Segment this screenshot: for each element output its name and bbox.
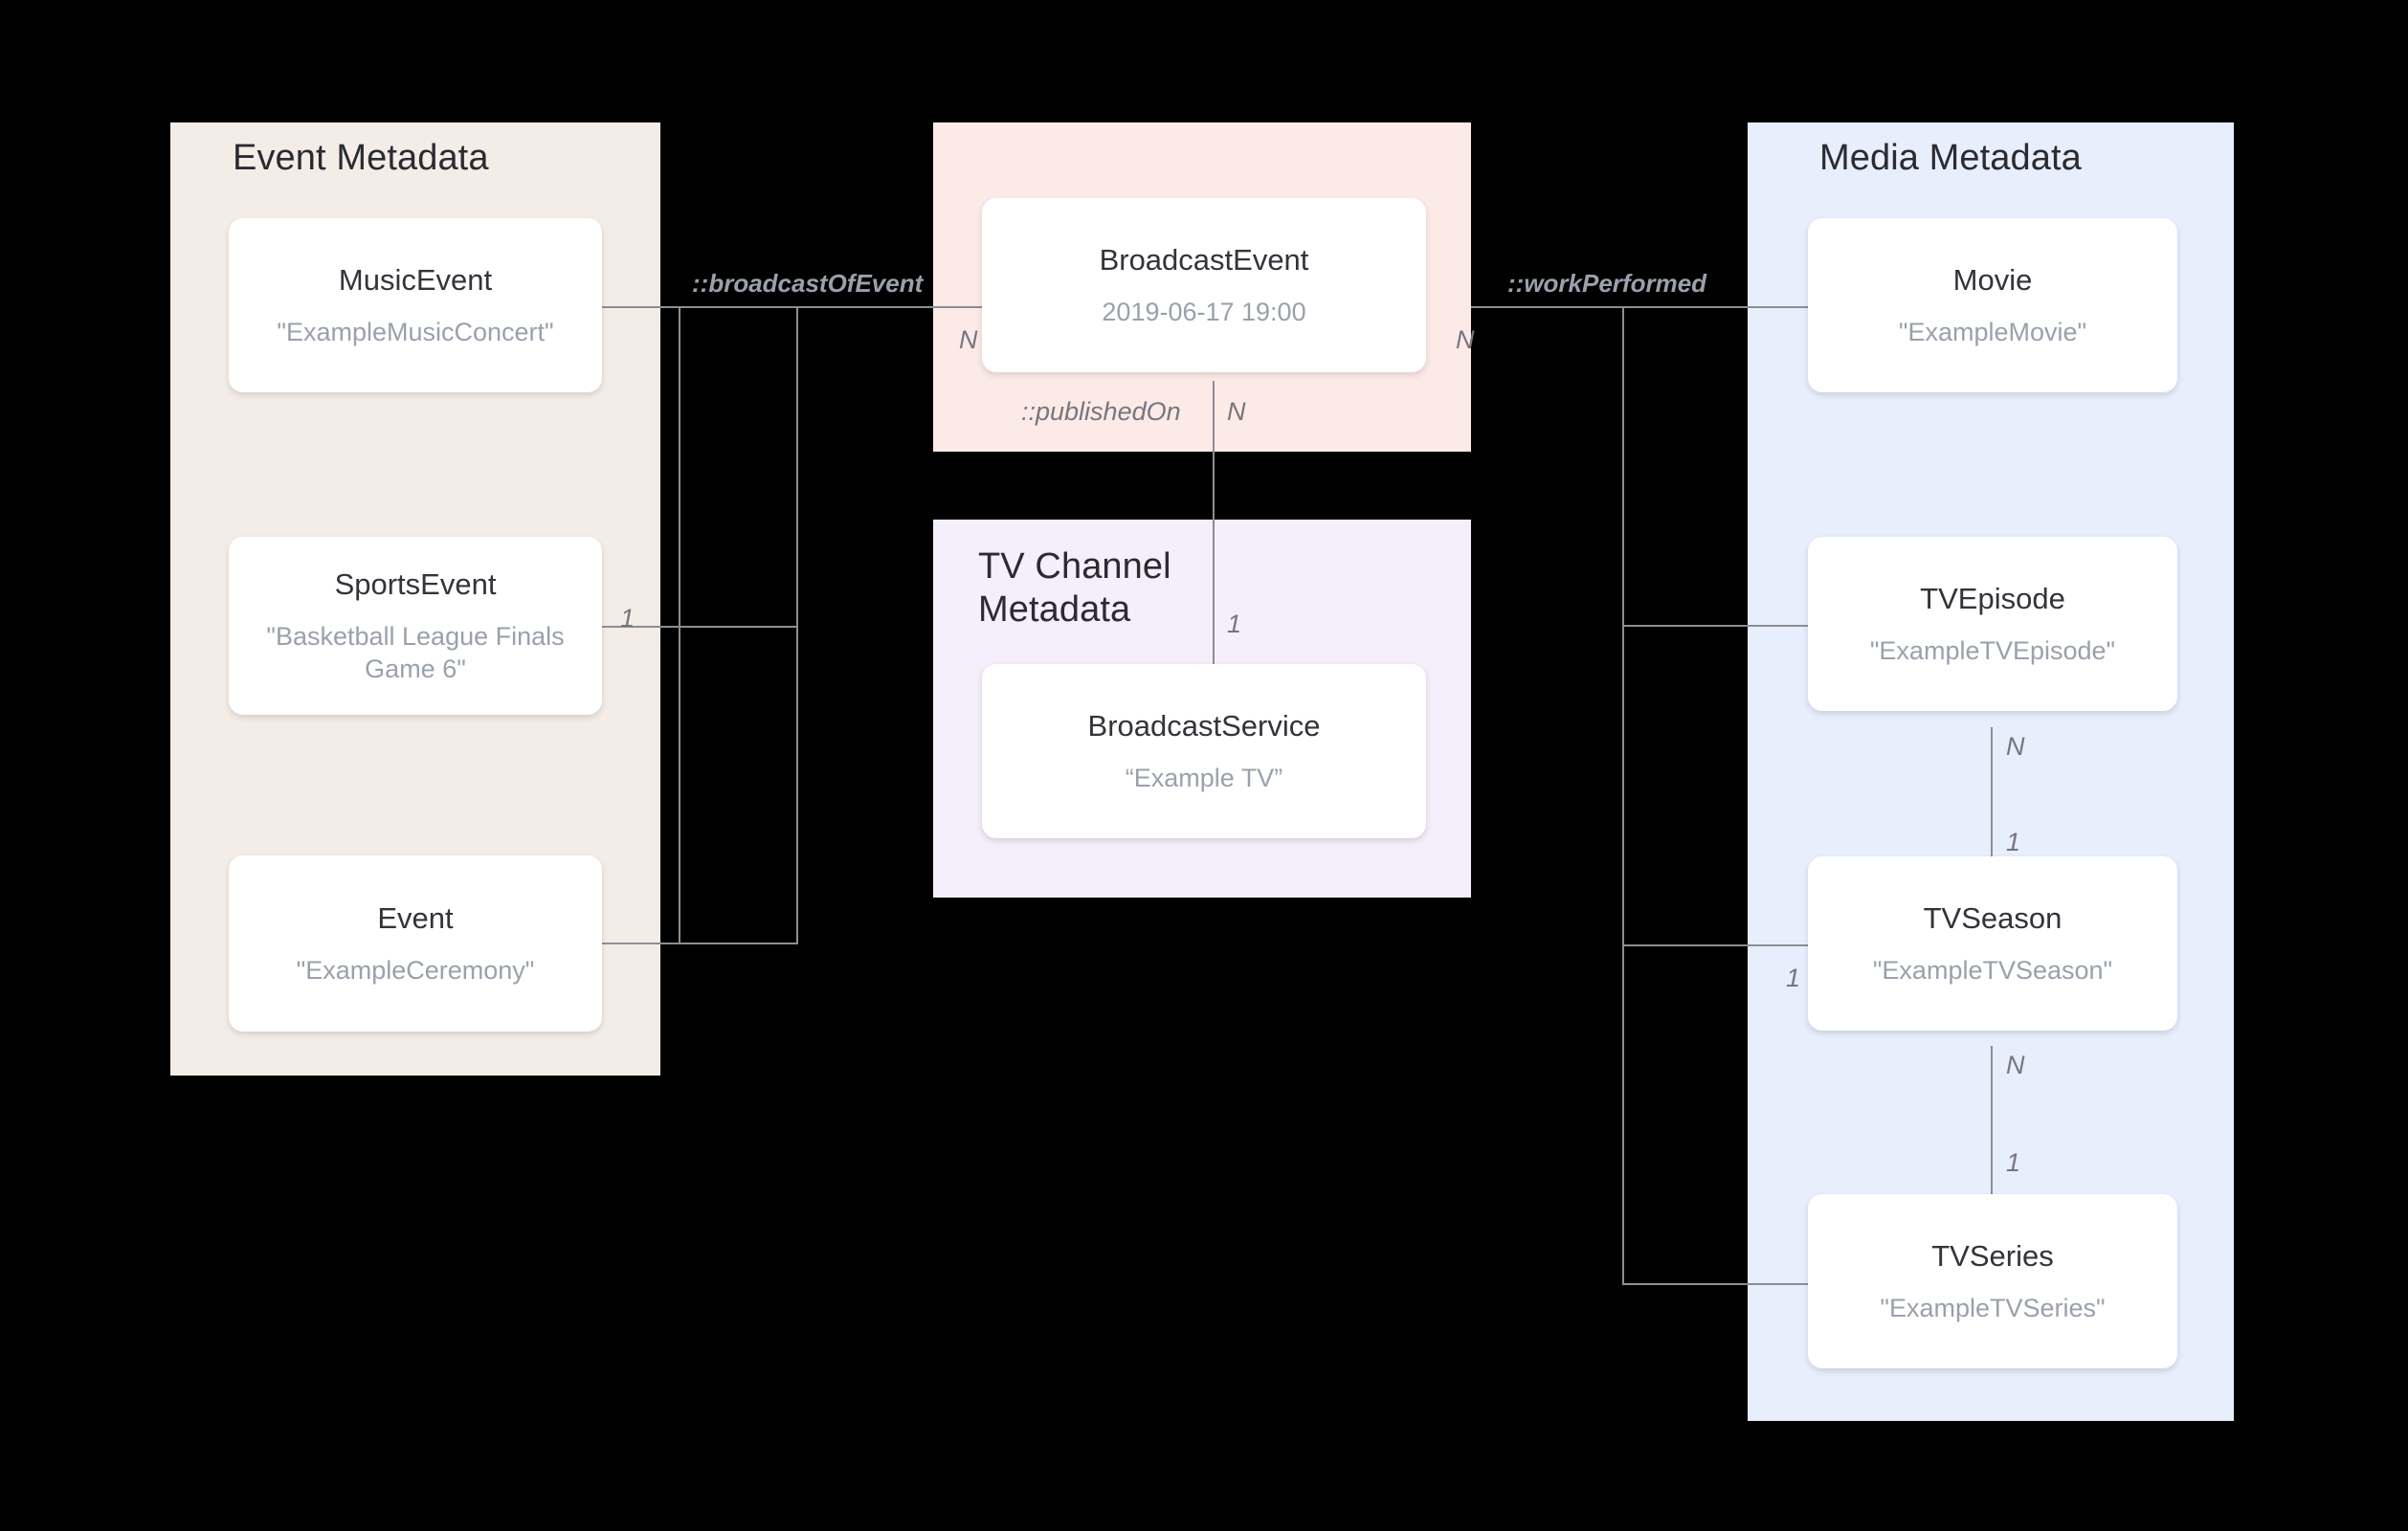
edge-tvseason-branch [1622, 944, 1808, 946]
entity-name-tvseason: TVSeason [1923, 901, 2062, 936]
cardinality-episode-to-season-n: N [2006, 732, 2025, 761]
entity-value-movie: "ExampleMovie" [1898, 317, 2087, 346]
edge-sportsevent-branch [601, 626, 798, 628]
edge-broadcastevent-right-stub [1471, 306, 1521, 308]
group-title-media-metadata: Media Metadata [1819, 138, 2082, 178]
edge-tvseason-to-tvseries [1991, 1046, 1993, 1236]
cardinality-episode-to-season-one: 1 [2006, 828, 2021, 856]
entity-value-tvseason: "ExampleTVSeason" [1872, 955, 2113, 985]
entity-card-broadcastservice[interactable]: BroadcastService “Example TV” [982, 664, 1426, 838]
entity-card-movie[interactable]: Movie "ExampleMovie" [1808, 218, 2177, 392]
cardinality-season-to-series-one: 1 [2006, 1148, 2021, 1177]
entity-value-tvseries: "ExampleTVSeries" [1880, 1293, 2106, 1322]
edge-left-inner-riser-upper [679, 306, 680, 626]
cardinality-broadcastevent-left: N [959, 325, 978, 354]
entity-name-broadcastservice: BroadcastService [1087, 709, 1321, 743]
edge-tvepisode-to-tvseason [1991, 727, 1993, 915]
entity-card-tvepisode[interactable]: TVEpisode "ExampleTVEpisode" [1808, 537, 2177, 711]
entity-name-sportsevent: SportsEvent [334, 567, 497, 602]
entity-name-movie: Movie [1952, 263, 2033, 298]
group-title-tv-channel-metadata: TV Channel Metadata [978, 546, 1171, 630]
edge-publishedon-vertical [1213, 381, 1215, 687]
entity-value-musicevent: "ExampleMusicConcert" [277, 317, 554, 346]
relationship-label-work-performed: ::workPerformed [1507, 269, 1707, 298]
edge-right-bundle-trunk [1622, 306, 1624, 1284]
entity-value-sportsevent: "Basketball League Finals Game 6" [266, 621, 565, 683]
entity-name-tvseries: TVSeries [1931, 1239, 2054, 1274]
entity-card-sportsevent[interactable]: SportsEvent "Basketball League Finals Ga… [229, 537, 602, 715]
entity-card-tvseries[interactable]: TVSeries "ExampleTVSeries" [1808, 1194, 2177, 1368]
edge-broadcastevent-left-stub [931, 306, 983, 308]
edge-movie-branch [1521, 306, 1808, 308]
entity-name-musicevent: MusicEvent [338, 263, 493, 298]
edge-tvepisode-branch [1622, 625, 1808, 627]
entity-name-event: Event [377, 901, 454, 936]
entity-card-event[interactable]: Event "ExampleCeremony" [229, 855, 602, 1032]
edge-left-bundle-trunk [796, 306, 798, 944]
cardinality-broadcastservice: 1 [1227, 610, 1242, 638]
cardinality-broadcastevent-right: N [1456, 325, 1475, 354]
relationship-label-published-on: ::publishedOn [1021, 397, 1181, 426]
entity-value-event: "ExampleCeremony" [296, 955, 535, 985]
entity-card-broadcastevent[interactable]: BroadcastEvent 2019-06-17 19:00 [982, 198, 1426, 372]
entity-value-broadcastservice: “Example TV” [1125, 763, 1283, 792]
group-title-event-metadata: Event Metadata [233, 138, 489, 178]
entity-name-broadcastevent: BroadcastEvent [1099, 243, 1309, 277]
entity-card-musicevent[interactable]: MusicEvent "ExampleMusicConcert" [229, 218, 602, 392]
entity-value-tvepisode: "ExampleTVEpisode" [1869, 635, 2116, 665]
cardinality-season-to-series-n: N [2006, 1051, 2025, 1079]
cardinality-broadcastevent-bottom: N [1227, 397, 1246, 426]
entity-name-tvepisode: TVEpisode [1920, 582, 2065, 616]
cardinality-sportsevent: 1 [620, 604, 635, 632]
edge-musicevent-to-trunk [601, 306, 934, 308]
relationship-label-broadcast-of-event: ::broadcastOfEvent [692, 269, 924, 298]
entity-card-tvseason[interactable]: TVSeason "ExampleTVSeason" [1808, 856, 2177, 1031]
edge-left-inner-riser-lower [679, 626, 680, 943]
cardinality-tvseason-left: 1 [1786, 964, 1801, 992]
edge-event-branch [601, 943, 798, 944]
edge-tvseries-branch [1622, 1283, 1808, 1285]
entity-value-broadcastevent: 2019-06-17 19:00 [1102, 297, 1306, 326]
